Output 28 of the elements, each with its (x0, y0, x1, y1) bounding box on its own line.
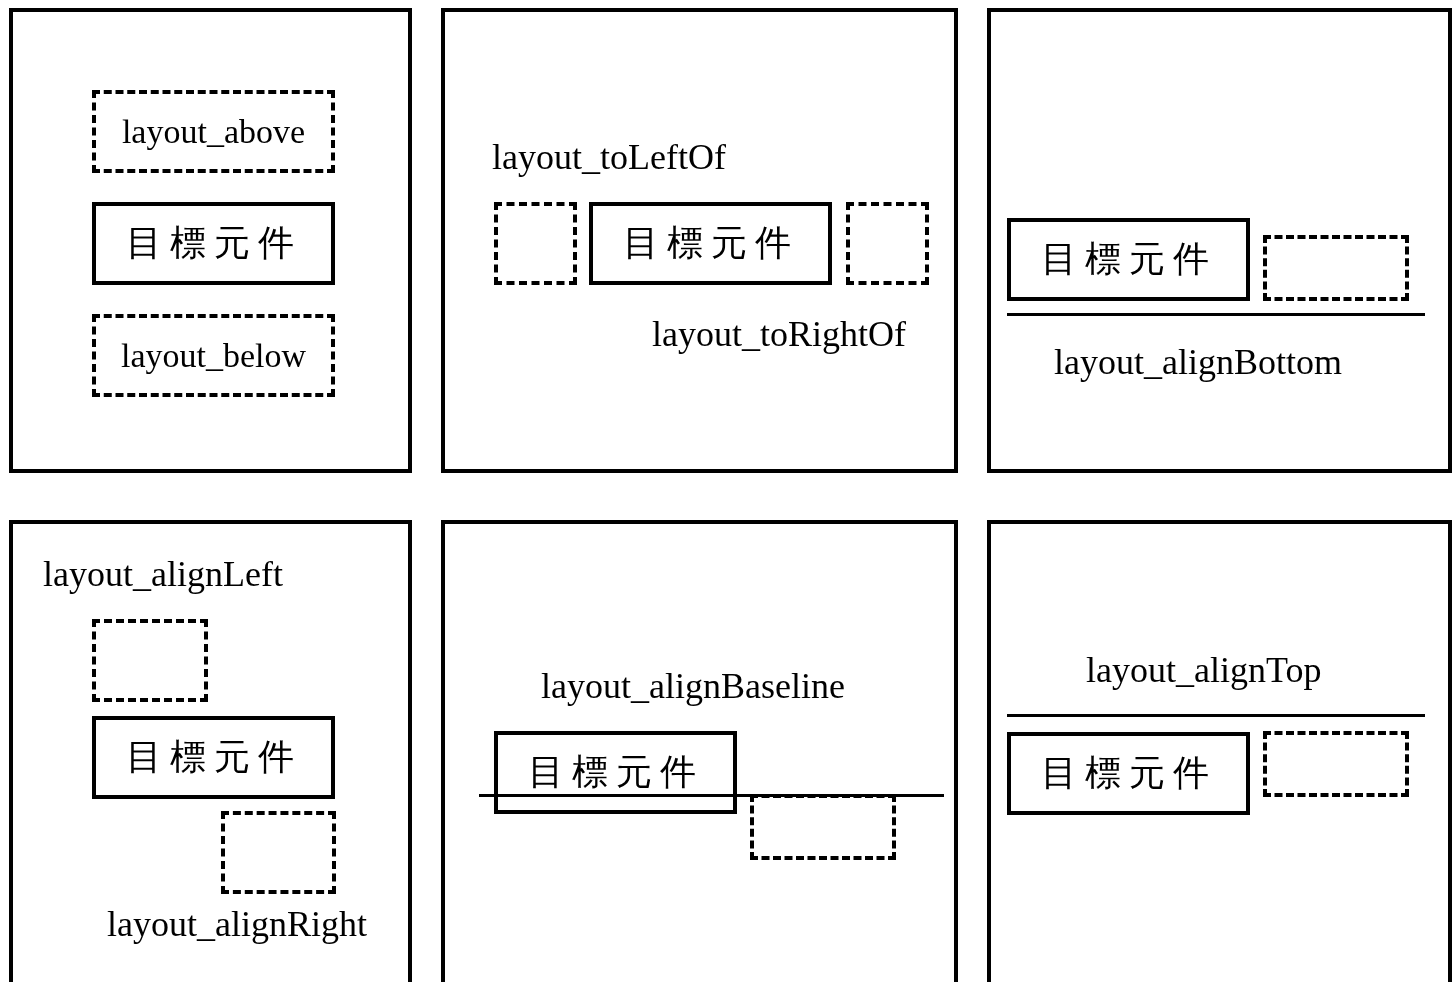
panel-frame (441, 8, 958, 473)
attribute-label: layout_alignBaseline (541, 668, 845, 704)
panel-frame (9, 520, 412, 982)
panel-frame (987, 8, 1452, 473)
placeholder-box (221, 811, 336, 894)
panel-frame (987, 520, 1452, 982)
target-element-box: 目標元件 (1007, 218, 1250, 301)
placeholder-box (846, 202, 929, 285)
target-element-box: 目標元件 (494, 731, 737, 814)
target-element-box: 目標元件 (1007, 732, 1250, 815)
attribute-label: layout_alignLeft (43, 556, 283, 592)
attribute-label: layout_alignTop (1086, 652, 1322, 688)
attribute-label: layout_alignRight (107, 906, 367, 942)
attribute-label: layout_toRightOf (652, 316, 906, 352)
panel-frame (9, 8, 412, 473)
placeholder-box (494, 202, 577, 285)
placeholder-box (1263, 731, 1409, 797)
placeholder-box (1263, 235, 1409, 301)
attribute-label: layout_alignBottom (1054, 344, 1342, 380)
placeholder-box (92, 619, 208, 702)
target-element-box: 目標元件 (589, 202, 832, 285)
panel-frame (441, 520, 958, 982)
target-element-box: 目標元件 (92, 716, 335, 799)
placeholder-box: layout_below (92, 314, 335, 397)
target-element-box: 目標元件 (92, 202, 335, 285)
placeholder-box (750, 794, 896, 860)
attribute-label: layout_toLeftOf (492, 139, 726, 175)
placeholder-box: layout_above (92, 90, 335, 173)
